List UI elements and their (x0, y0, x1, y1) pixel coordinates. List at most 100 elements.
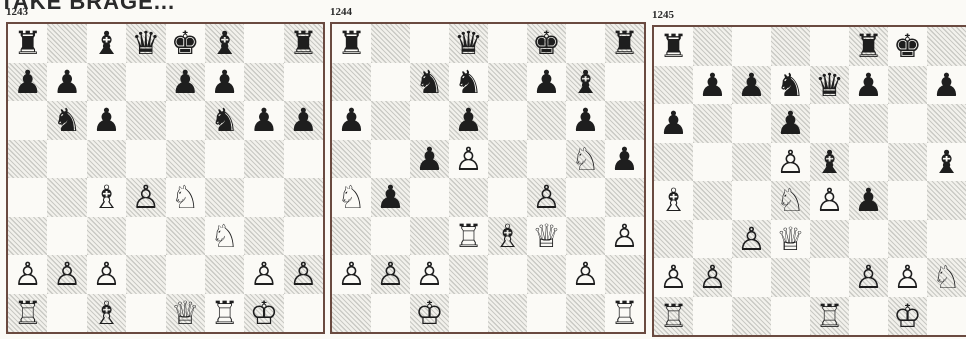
white-pawn-icon: ♙ (659, 261, 688, 293)
square-b2: ♙ (371, 255, 410, 294)
square-c5 (87, 140, 126, 179)
square-f5 (205, 140, 244, 179)
square-a3 (654, 220, 693, 259)
square-h3: ♙ (605, 217, 644, 256)
square-d5: ♙ (771, 143, 810, 182)
white-rook-icon: ♖ (659, 300, 688, 332)
black-pawn-icon: ♟ (337, 104, 366, 136)
white-pawn-icon: ♙ (250, 258, 279, 290)
square-f2 (527, 255, 566, 294)
square-h8 (927, 27, 966, 66)
square-f8: ♜ (849, 27, 888, 66)
white-king-icon: ♔ (893, 300, 922, 332)
square-h2: ♙ (284, 255, 323, 294)
square-c8 (410, 24, 449, 63)
white-knight-icon: ♘ (932, 261, 961, 293)
black-rook-icon: ♜ (854, 30, 883, 62)
square-d1 (126, 294, 165, 333)
diagram-number-1244: 1244 (330, 6, 352, 18)
square-b2: ♙ (47, 255, 86, 294)
square-d7 (126, 63, 165, 102)
square-c5: ♟ (410, 140, 449, 179)
square-e5 (488, 140, 527, 179)
black-queen-icon: ♛ (815, 69, 844, 101)
black-knight-icon: ♞ (210, 104, 239, 136)
square-f4: ♙ (527, 178, 566, 217)
square-b7: ♟ (47, 63, 86, 102)
square-a3 (332, 217, 371, 256)
black-knight-icon: ♞ (454, 66, 483, 98)
square-f1: ♖ (205, 294, 244, 333)
white-pawn-icon: ♙ (92, 258, 121, 290)
square-b4 (693, 181, 732, 220)
square-f6 (527, 101, 566, 140)
black-pawn-icon: ♟ (415, 143, 444, 175)
square-e4: ♙ (810, 181, 849, 220)
white-rook-icon: ♖ (815, 300, 844, 332)
square-a8: ♜ (332, 24, 371, 63)
square-d5: ♙ (449, 140, 488, 179)
square-a6: ♟ (332, 101, 371, 140)
square-d8 (771, 27, 810, 66)
white-bishop-icon: ♗ (659, 184, 688, 216)
square-g7 (244, 63, 283, 102)
square-e1: ♖ (810, 297, 849, 336)
square-d3 (126, 217, 165, 256)
square-f3 (849, 220, 888, 259)
white-knight-icon: ♘ (776, 184, 805, 216)
square-g4 (888, 181, 927, 220)
square-g1 (566, 294, 605, 333)
white-bishop-icon: ♗ (493, 220, 522, 252)
square-g8: ♚ (888, 27, 927, 66)
square-b1 (47, 294, 86, 333)
black-pawn-icon: ♟ (698, 69, 727, 101)
white-rook-icon: ♖ (610, 297, 639, 329)
square-g6: ♟ (566, 101, 605, 140)
square-c2 (732, 258, 771, 297)
square-d8: ♛ (126, 24, 165, 63)
square-f3: ♘ (205, 217, 244, 256)
white-knight-icon: ♘ (171, 181, 200, 213)
square-h3 (927, 220, 966, 259)
chessboard-1244: ♜♛♚♜♞♞♟♝♟♟♟♟♙♘♟♘♟♙♖♗♕♙♙♙♙♙♔♖ (330, 22, 646, 334)
black-pawn-icon: ♟ (776, 107, 805, 139)
square-c3: ♙ (732, 220, 771, 259)
square-g2: ♙ (244, 255, 283, 294)
square-g7: ♝ (566, 63, 605, 102)
square-c4 (410, 178, 449, 217)
black-pawn-icon: ♟ (13, 66, 42, 98)
black-rook-icon: ♜ (659, 30, 688, 62)
square-e2 (810, 258, 849, 297)
black-pawn-icon: ♟ (737, 69, 766, 101)
square-b5 (47, 140, 86, 179)
black-pawn-icon: ♟ (289, 104, 318, 136)
white-knight-icon: ♘ (571, 143, 600, 175)
square-c6 (410, 101, 449, 140)
black-pawn-icon: ♟ (854, 184, 883, 216)
square-a7 (654, 66, 693, 105)
white-queen-icon: ♕ (776, 223, 805, 255)
square-h1: ♖ (605, 294, 644, 333)
square-a5 (654, 143, 693, 182)
square-f8: ♝ (205, 24, 244, 63)
square-d3: ♕ (771, 220, 810, 259)
square-e6 (488, 101, 527, 140)
white-pawn-icon: ♙ (854, 261, 883, 293)
black-knight-icon: ♞ (776, 69, 805, 101)
square-e1 (488, 294, 527, 333)
white-pawn-icon: ♙ (53, 258, 82, 290)
black-pawn-icon: ♟ (53, 66, 82, 98)
white-rook-icon: ♖ (454, 220, 483, 252)
square-h1 (927, 297, 966, 336)
white-pawn-icon: ♙ (337, 258, 366, 290)
square-f2: ♙ (849, 258, 888, 297)
square-e3: ♗ (488, 217, 527, 256)
square-d4: ♙ (126, 178, 165, 217)
chessboard-1243: ♜♝♛♚♝♜♟♟♟♟♞♟♞♟♟♗♙♘♘♙♙♙♙♙♖♗♕♖♔ (6, 22, 325, 334)
white-bishop-icon: ♗ (92, 297, 121, 329)
square-c2: ♙ (410, 255, 449, 294)
square-e8: ♚ (166, 24, 205, 63)
square-a1: ♖ (8, 294, 47, 333)
square-h7: ♟ (927, 66, 966, 105)
black-knight-icon: ♞ (53, 104, 82, 136)
